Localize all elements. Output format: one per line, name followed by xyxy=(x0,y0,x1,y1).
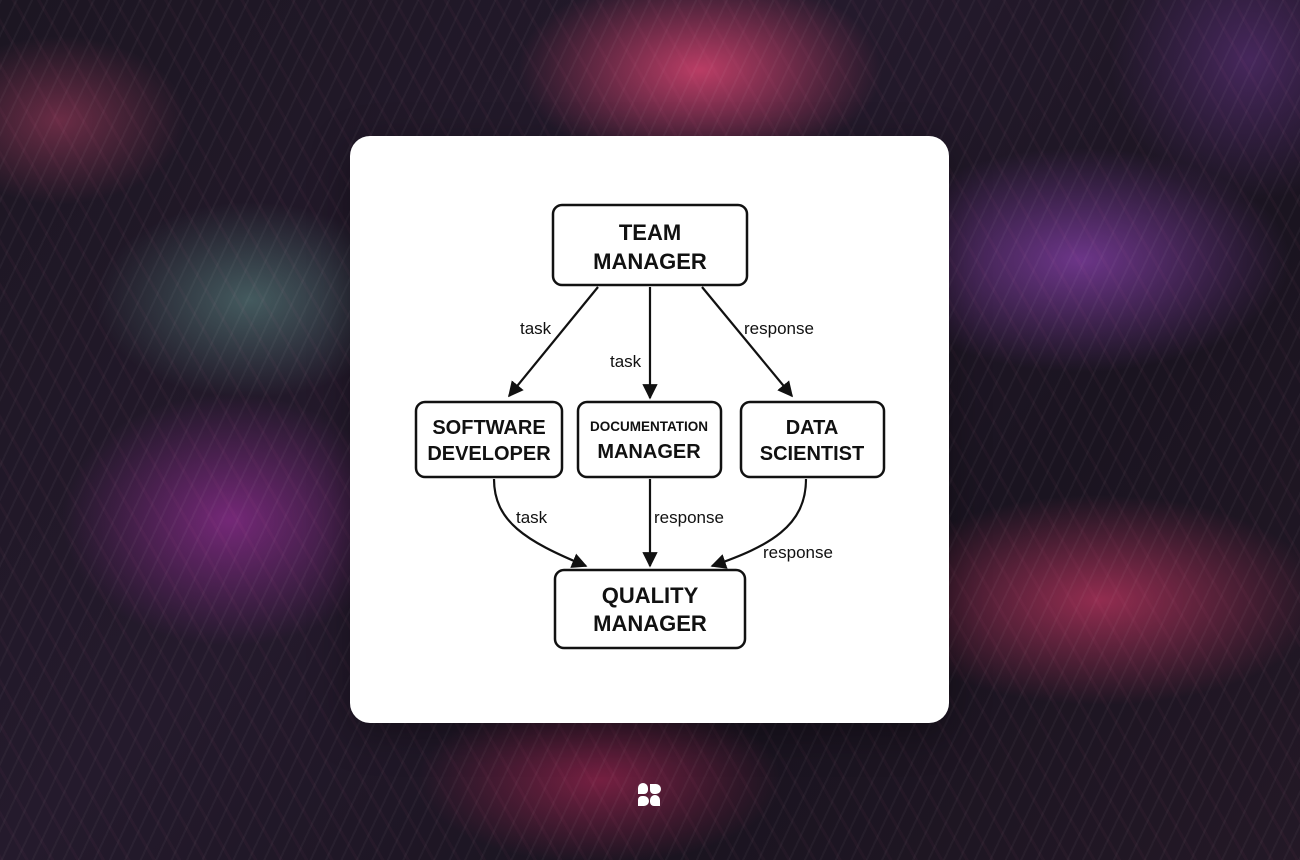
node-quality-manager-line1: QUALITY xyxy=(602,583,699,608)
edge-label-data-scientist-to-quality: response xyxy=(763,543,833,562)
node-team-manager-line1: TEAM xyxy=(619,220,681,245)
node-documentation-manager-line1: DOCUMENTATION xyxy=(590,419,708,434)
edge-team-to-data-scientist: response xyxy=(701,286,814,398)
edge-team-to-developer: task xyxy=(508,286,599,398)
node-data-scientist-line2: SCIENTIST xyxy=(760,443,864,465)
node-team-manager-line2: MANAGER xyxy=(593,249,707,274)
edge-team-to-documentation: task xyxy=(610,287,658,400)
node-documentation-manager-line2: MANAGER xyxy=(597,441,701,463)
node-team-manager: TEAM MANAGER xyxy=(551,203,749,287)
node-software-developer-line1: SOFTWARE xyxy=(432,417,545,439)
edge-data-scientist-to-quality: response xyxy=(710,478,833,569)
edge-developer-to-quality: task xyxy=(492,478,588,568)
node-data-scientist: DATA SCIENTIST xyxy=(739,400,886,479)
edge-label-developer-to-quality: task xyxy=(516,508,548,527)
flow-diagram: task task response task response respons… xyxy=(414,203,886,650)
node-quality-manager: QUALITY MANAGER xyxy=(553,568,747,650)
node-quality-manager-line2: MANAGER xyxy=(593,611,707,636)
node-software-developer-line2: DEVELOPER xyxy=(427,443,551,465)
edge-label-team-to-developer: task xyxy=(520,319,552,338)
node-software-developer: SOFTWARE DEVELOPER xyxy=(414,400,564,479)
four-petal-logo-icon xyxy=(638,783,661,806)
node-documentation-manager: DOCUMENTATION MANAGER xyxy=(576,400,723,479)
node-data-scientist-line1: DATA xyxy=(786,417,839,439)
edge-documentation-to-quality: response xyxy=(642,479,724,568)
edge-label-documentation-to-quality: response xyxy=(654,508,724,527)
diagram-card: task task response task response respons… xyxy=(350,136,949,723)
edge-label-team-to-data-scientist: response xyxy=(744,319,814,338)
edge-label-team-to-documentation: task xyxy=(610,352,642,371)
